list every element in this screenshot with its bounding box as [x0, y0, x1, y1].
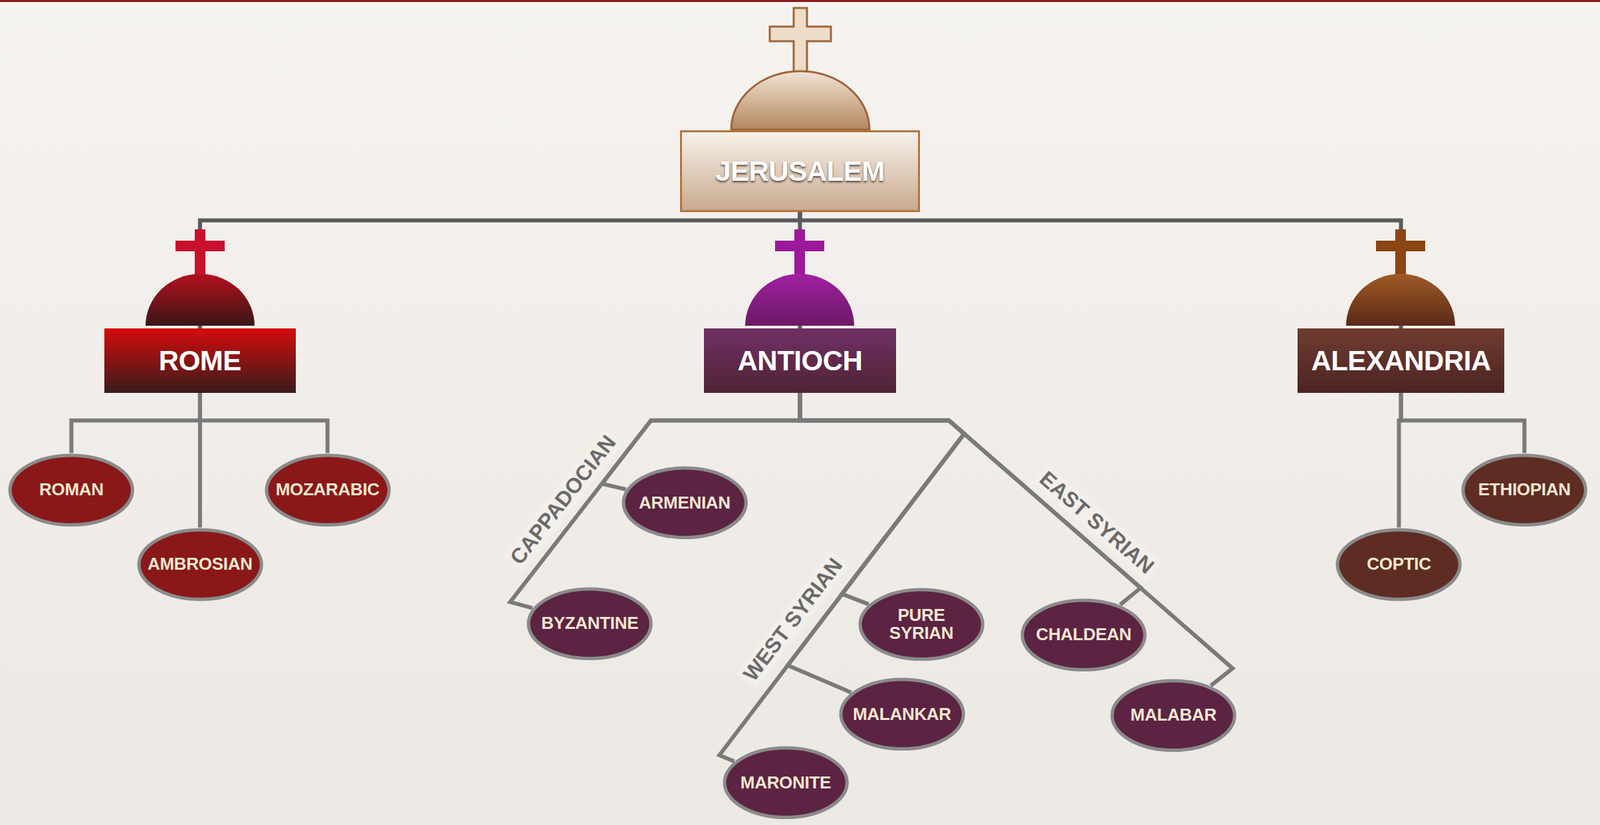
node-label: BYZANTINE — [541, 614, 639, 633]
node-label: MALABAR — [1130, 705, 1217, 724]
ellipse-outline — [1022, 600, 1145, 671]
connector-line — [200, 212, 801, 329]
node-label: CHALDEAN — [1035, 625, 1131, 644]
node-label: ARMENIAN — [638, 493, 731, 512]
ellipse-outline — [1112, 680, 1235, 751]
rite-ellipse: COPTIC — [1335, 527, 1462, 602]
node-label: MARONITE — [740, 773, 831, 792]
dome-symbol — [731, 71, 870, 130]
patriarchate-box: JERUSALEM — [680, 130, 920, 213]
patriarchate-box: ROME — [104, 328, 297, 393]
node-label: ANTIOCH — [737, 344, 863, 377]
rite-ellipse: AMBROSIAN — [136, 527, 264, 602]
ellipse-outline — [860, 589, 983, 660]
node-label: JERUSALEM — [715, 155, 885, 188]
cross-symbol — [1375, 229, 1426, 280]
ellipse-outline — [138, 529, 262, 600]
rite-ellipse: BYZANTINE — [526, 586, 653, 661]
ellipse-outline — [724, 747, 847, 818]
rite-ellipse: ARMENIAN — [621, 465, 748, 540]
ellipse-outline — [1463, 455, 1586, 526]
rite-ellipse: MALABAR — [1110, 678, 1237, 753]
connector-line — [719, 392, 964, 762]
dome-symbol — [145, 273, 255, 326]
node-label: COPTIC — [1366, 555, 1431, 573]
rite-ellipse: ROMAN — [7, 453, 135, 528]
rite-ellipse: MALANKAR — [838, 677, 966, 752]
node-label: ROME — [158, 344, 242, 377]
branch-label: EAST SYRIAN — [1031, 463, 1162, 582]
patriarchate-box: ANTIOCH — [703, 328, 897, 393]
branch-label: CAPPADOCIAN — [502, 427, 624, 573]
rite-ellipse: PURE SYRIAN — [858, 587, 985, 662]
node-label: MOZARABIC — [275, 480, 380, 499]
connector-line — [799, 392, 1141, 605]
ellipse-outline — [840, 679, 964, 750]
node-label: AMBROSIAN — [147, 555, 253, 573]
cross-symbol — [769, 7, 831, 75]
dome-symbol — [1346, 273, 1456, 326]
rite-ellipse: MOZARABIC — [264, 453, 391, 528]
connector-line — [200, 392, 328, 454]
connector-line — [799, 392, 1233, 686]
node-label: PURE SYRIAN — [878, 606, 965, 643]
ellipse-outline — [623, 467, 746, 538]
node-label: ALEXANDRIA — [1310, 344, 1491, 377]
ellipse-outline — [9, 455, 133, 526]
connector-line — [799, 212, 1401, 329]
cross-symbol — [175, 229, 225, 280]
rite-ellipse: CHALDEAN — [1020, 598, 1147, 673]
connector-line — [1401, 392, 1525, 454]
dome-symbol — [745, 273, 855, 326]
node-label: ROMAN — [39, 480, 104, 499]
rite-ellipse: MARONITE — [722, 745, 849, 820]
ellipse-outline — [528, 588, 651, 659]
ellipse-outline — [266, 455, 389, 526]
rite-ellipse: ETHIOPIAN — [1461, 453, 1588, 528]
cross-symbol — [775, 229, 825, 280]
top-rule — [0, 0, 1600, 2]
ellipse-outline — [1337, 529, 1460, 600]
node-label: ETHIOPIAN — [1478, 480, 1571, 499]
connector-line — [71, 392, 201, 454]
node-label: MALANKAR — [852, 705, 952, 724]
patriarchate-box: ALEXANDRIA — [1297, 328, 1504, 393]
